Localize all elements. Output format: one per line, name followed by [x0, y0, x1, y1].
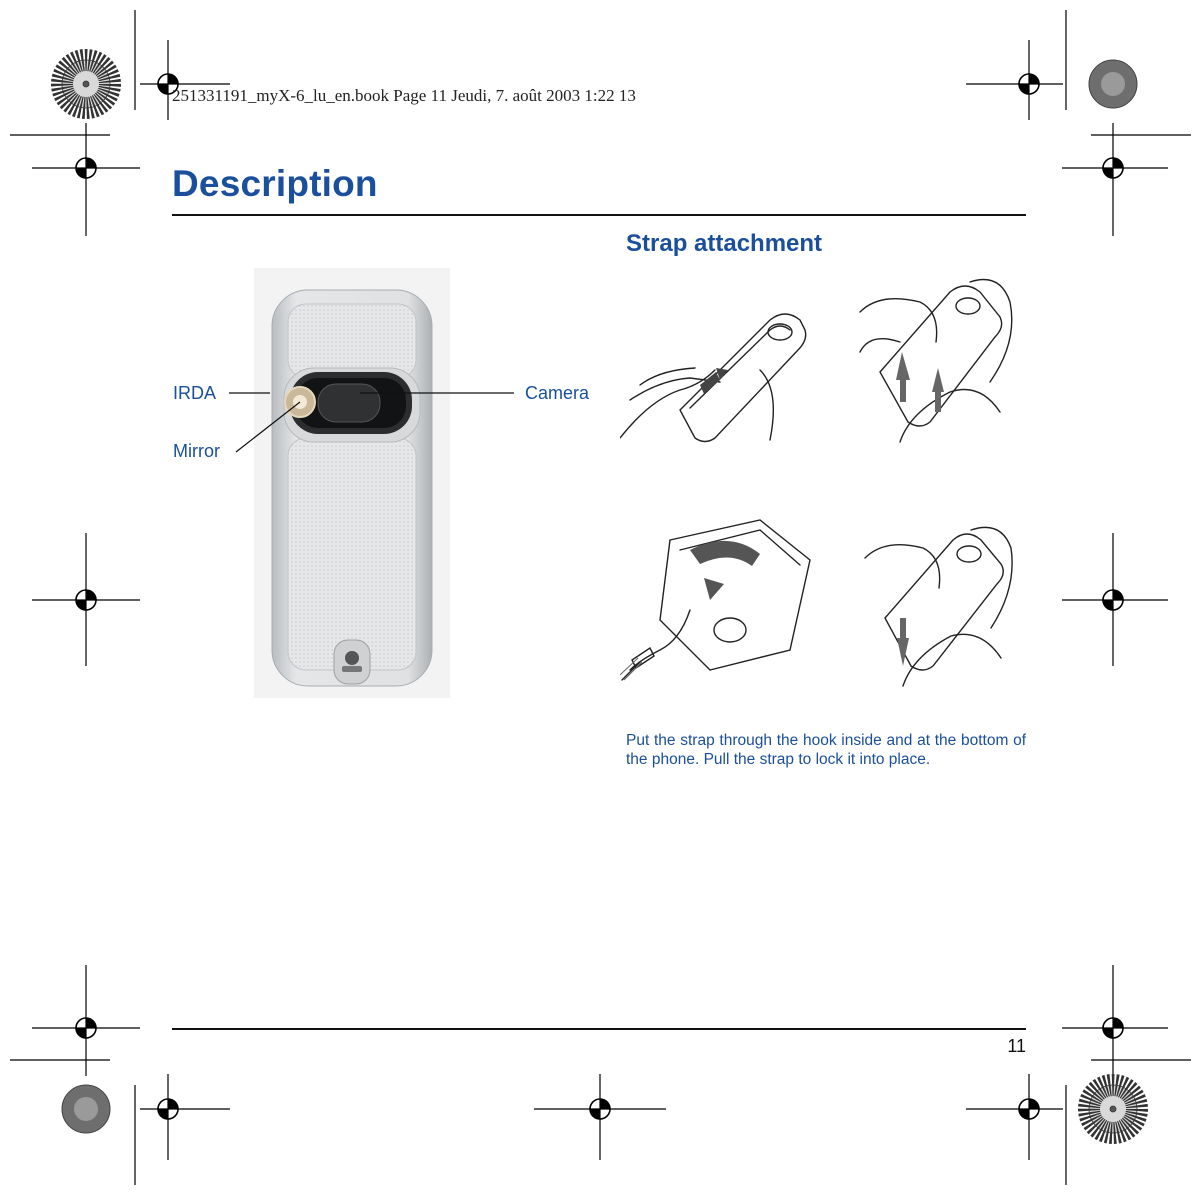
section-title: Strap attachment [626, 230, 822, 258]
label-mirror: Mirror [173, 441, 220, 462]
strap-step-1-illustration [620, 290, 810, 450]
strap-step-3-illustration [620, 510, 815, 685]
footer-rule [172, 1028, 1026, 1030]
label-irda: IRDA [173, 383, 216, 404]
strap-instructions: Put the strap through the hook inside an… [626, 731, 1026, 769]
page-number: 11 [990, 1036, 1026, 1057]
strap-step-4-illustration [845, 518, 1020, 698]
label-camera: Camera [525, 383, 589, 404]
strap-step-2-illustration [840, 272, 1020, 462]
